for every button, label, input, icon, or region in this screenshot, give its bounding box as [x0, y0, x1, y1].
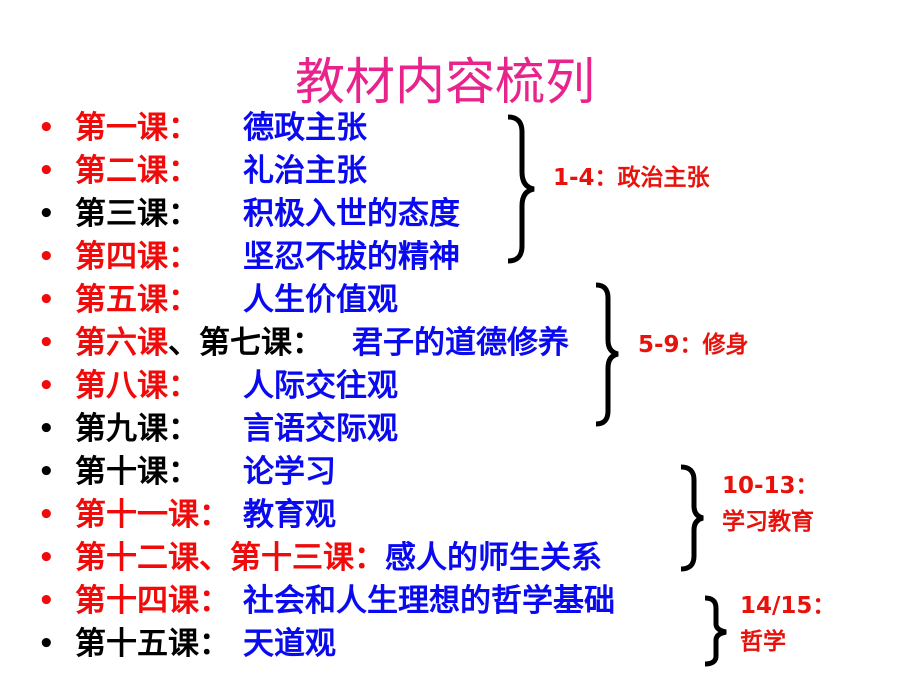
bullet-icon: • — [38, 629, 55, 659]
brace-10-13 — [680, 464, 704, 572]
bullet-icon: • — [38, 156, 55, 186]
lesson-row: • 第九课： 言语交际观 — [0, 408, 720, 451]
lesson-topic: 论学习 — [243, 454, 336, 490]
slide-title: 教材内容梳列 — [295, 53, 595, 111]
group-label-line: 10-13： — [722, 473, 819, 499]
group-label-line: 1-4：政治主张 — [553, 165, 710, 191]
lesson-label: 第十课： — [75, 451, 199, 494]
lesson-topic: 言语交际观 — [243, 411, 398, 447]
bullet-icon: • — [38, 199, 55, 229]
lesson-row: • 第十五课： 天道观 — [0, 623, 720, 666]
lesson-topic: 天道观 — [243, 626, 336, 662]
bullet-icon: • — [38, 457, 55, 487]
lesson-row: • 第十二课、第十三课：感人的师生关系 — [0, 537, 720, 580]
brace-1-4 — [507, 114, 535, 264]
group-label-5-9: 5-9：修身 — [638, 327, 749, 363]
lesson-label-part: 、第七课： — [168, 325, 323, 361]
lesson-topic: 社会和人生理想的哲学基础 — [243, 583, 615, 619]
lesson-row: • 第八课： 人际交往观 — [0, 365, 720, 408]
lesson-label: 第八课： — [75, 365, 199, 408]
lesson-label: 第二课： — [75, 150, 199, 193]
lesson-label-part: 第六课 — [75, 325, 168, 361]
lesson-topic: 德政主张 — [243, 110, 367, 146]
lesson-label-part: 第十五课： — [75, 626, 230, 662]
lesson-topic: 积极入世的态度 — [243, 196, 460, 232]
lesson-label-part: 第二课： — [75, 153, 199, 189]
lesson-label: 第九课： — [75, 408, 199, 451]
group-label-line: 哲学 — [740, 629, 786, 655]
lesson-topic: 人际交往观 — [243, 368, 398, 404]
group-label-1-4: 1-4：政治主张 — [553, 160, 710, 196]
bullet-icon: • — [38, 500, 55, 530]
lesson-row: • 第二课： 礼治主张 — [0, 150, 720, 193]
lesson-label-part: 第八课： — [75, 368, 199, 404]
lesson-row: • 第六课、第七课： 君子的道德修养 — [0, 322, 720, 365]
lesson-topic: 坚忍不拔的精神 — [243, 239, 460, 275]
lesson-label: 第一课： — [75, 107, 199, 150]
lesson-label: 第五课： — [75, 279, 199, 322]
brace-5-9 — [595, 282, 619, 427]
brace-14-15 — [704, 595, 727, 667]
lesson-label-part: 第十课： — [75, 454, 199, 490]
bullet-icon: • — [38, 414, 55, 444]
lesson-topic: 礼治主张 — [243, 153, 367, 189]
lesson-label-part: 第九课： — [75, 411, 199, 447]
lesson-row: • 第四课： 坚忍不拔的精神 — [0, 236, 720, 279]
lesson-topic: 教育观 — [243, 497, 336, 533]
lesson-row: • 第五课： 人生价值观 — [0, 279, 720, 322]
lesson-topic: 君子的道德修养 — [352, 325, 569, 361]
lesson-topic: 人生价值观 — [243, 282, 398, 318]
lesson-label: 第六课、第七课： — [75, 322, 323, 365]
lesson-row: • 第三课： 积极入世的态度 — [0, 193, 720, 236]
group-label-line: 5-9：修身 — [638, 332, 749, 358]
lesson-label: 第四课： — [75, 236, 199, 279]
bullet-icon: • — [38, 371, 55, 401]
lesson-label-part: 第十四课： — [75, 583, 230, 619]
bullet-icon: • — [38, 586, 55, 616]
group-label-line: 14/15： — [740, 593, 836, 619]
bullet-icon: • — [38, 543, 55, 573]
group-label-line: 学习教育 — [722, 509, 814, 535]
lesson-label-part: 第十二课、第十三课： — [75, 540, 385, 576]
lesson-label: 第十四课： — [75, 580, 230, 623]
lesson-label: 第十一课： — [75, 494, 230, 537]
lesson-label: 第三课： — [75, 193, 199, 236]
bullet-icon: • — [38, 328, 55, 358]
lesson-label: 第十二课、第十三课：感人的师生关系 — [75, 537, 602, 580]
lesson-row: • 第一课： 德政主张 — [0, 107, 720, 150]
lesson-label-part: 第十一课： — [75, 497, 230, 533]
group-label-10-13: 10-13： 学习教育 — [722, 468, 819, 540]
lesson-label-part: 第五课： — [75, 282, 199, 318]
lesson-row: • 第十四课： 社会和人生理想的哲学基础 — [0, 580, 720, 623]
bullet-icon: • — [38, 113, 55, 143]
lesson-row: • 第十课： 论学习 — [0, 451, 720, 494]
lesson-label-part: 第三课： — [75, 196, 199, 232]
lesson-label-part: 第一课： — [75, 110, 199, 146]
lesson-topic: 感人的师生关系 — [385, 540, 602, 576]
bullet-icon: • — [38, 242, 55, 272]
lesson-row: • 第十一课： 教育观 — [0, 494, 720, 537]
lesson-label: 第十五课： — [75, 623, 230, 666]
lesson-label-part: 第四课： — [75, 239, 199, 275]
group-label-14-15: 14/15： 哲学 — [740, 588, 835, 660]
bullet-icon: • — [38, 285, 55, 315]
